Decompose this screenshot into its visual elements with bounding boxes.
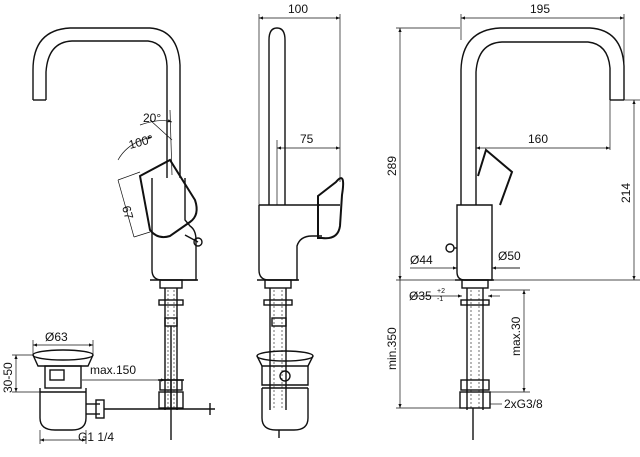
left-supply-pipes bbox=[158, 279, 184, 440]
thread-2xg38-label: 2xG3/8 bbox=[504, 397, 543, 411]
front-reach-160-label: 160 bbox=[528, 132, 548, 146]
left-body bbox=[138, 158, 203, 281]
left-view: 20° 100° 67 bbox=[1, 27, 215, 444]
dia-50-label: Ø50 bbox=[498, 249, 521, 263]
dia-35-tol-lower: -1 bbox=[437, 296, 443, 303]
angle-20-label: 20° bbox=[143, 111, 161, 125]
waste-max-150-label: max.150 bbox=[90, 363, 136, 377]
middle-view bbox=[256, 14, 345, 438]
angle-100-label: 100° bbox=[127, 132, 155, 152]
dia-35-tol-upper: +2 bbox=[437, 288, 445, 295]
dia-44-label: Ø44 bbox=[410, 253, 433, 267]
side-reach-75-label: 75 bbox=[300, 132, 314, 146]
waste-g1-14-label: G1 1/4 bbox=[78, 430, 114, 444]
height-289-label: 289 bbox=[385, 156, 399, 176]
side-width-100-label: 100 bbox=[288, 2, 308, 16]
waste-dia-63-label: Ø63 bbox=[45, 330, 68, 344]
max-30-label: max.30 bbox=[509, 316, 523, 356]
front-width-195-label: 195 bbox=[530, 2, 550, 16]
left-spout bbox=[32, 27, 181, 178]
lever-67-label: 67 bbox=[119, 204, 136, 221]
dia-35-label: Ø35 bbox=[409, 289, 432, 303]
left-angle-dims bbox=[117, 109, 173, 238]
height-214-label: 214 bbox=[619, 183, 633, 203]
waste-30-50-label: 30-50 bbox=[1, 362, 15, 393]
waste-dims bbox=[12, 340, 165, 444]
right-view bbox=[396, 14, 640, 440]
waste-valve bbox=[32, 349, 215, 431]
min-350-label: min.350 bbox=[385, 327, 399, 370]
